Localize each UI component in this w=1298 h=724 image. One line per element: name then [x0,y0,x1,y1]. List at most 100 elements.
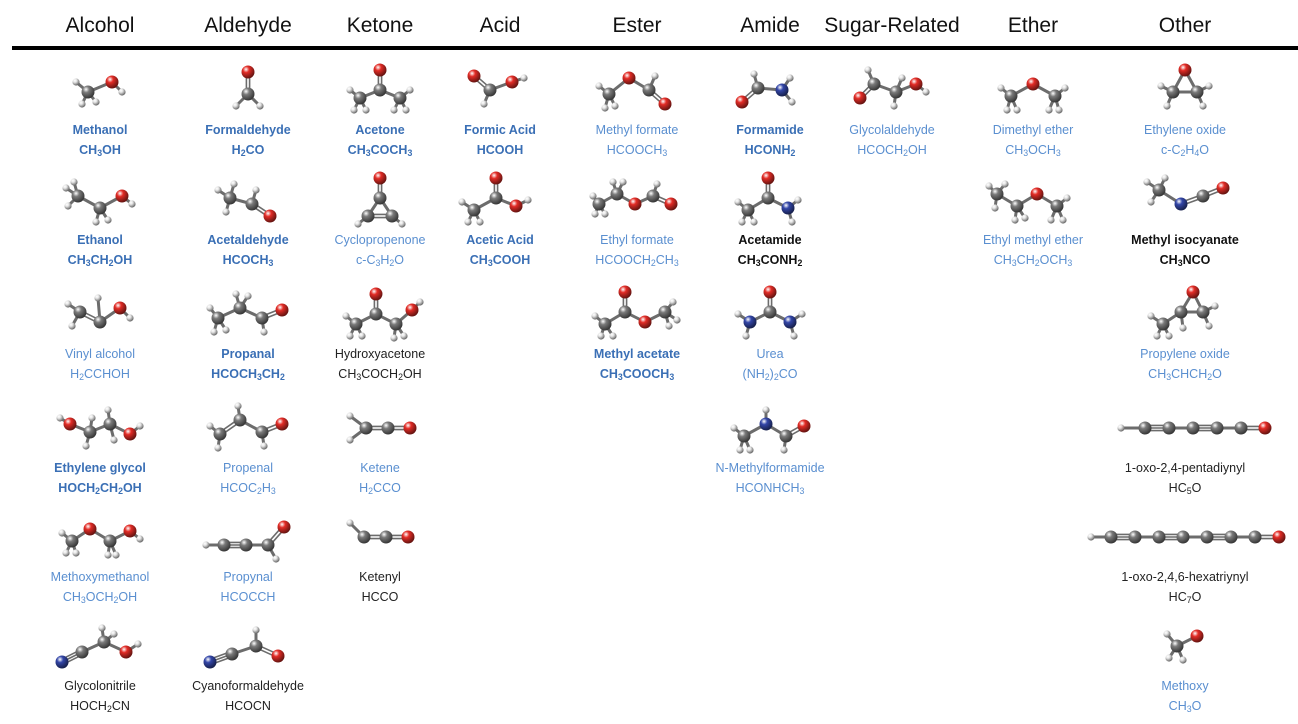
molecule-model [72,75,126,108]
column-header-other: Other [1158,14,1212,37]
carbon-atom [213,427,227,441]
molecule-model [354,171,406,228]
molecule-formula: H2CCO [359,481,401,496]
column-header-alcohol: Alcohol [65,14,135,37]
molecule-model [1143,174,1230,211]
hydrogen-atom [476,218,484,226]
hydrogen-atom [1179,324,1187,332]
hydrogen-atom [272,555,280,563]
molecule-model [232,65,264,110]
molecule-formula: HCONHCH3 [735,481,805,496]
molecule-name: Ethylene glycol [54,461,146,475]
carbon-atom [373,83,387,97]
hydrogen-atom [56,414,64,422]
oxygen-atom [275,417,289,431]
hydrogen-atom [597,332,605,340]
carbon-atom [1004,89,1018,103]
hydrogen-atom [997,84,1005,92]
hydrogen-atom [734,310,742,318]
carbon-atom [103,534,117,548]
nitrogen-atom [759,417,773,431]
hydrogen-atom [346,412,354,420]
hydrogen-atom [1161,174,1169,182]
carbon-atom [389,317,403,331]
oxygen-atom [735,95,749,109]
hydrogen-atom [524,196,532,204]
oxygen-atom [369,287,383,301]
hydrogen-atom [118,88,126,96]
hydrogen-atom [342,312,350,320]
hydrogen-atom [346,332,354,340]
molecule-formula: HCCO [361,590,399,604]
carbon-atom [1196,305,1210,319]
hydrogen-atom [346,436,354,444]
molecule-formula: CH3OCH3 [1005,143,1061,158]
carbon-atom [233,301,247,315]
carbon-atom [1162,421,1176,435]
hydrogen-atom [202,541,210,549]
molecule-name: 1-oxo-2,4,6-hexatriynyl [1121,570,1249,584]
hydrogen-atom [750,70,758,78]
molecule-formula: HC5O [1168,481,1202,496]
molecule-name: Dimethyl ether [992,123,1074,137]
molecule-formula: HC7O [1168,590,1202,605]
hydrogen-atom [798,310,806,318]
carbon-atom [361,209,375,223]
hydrogen-atom [222,326,230,334]
hydrogen-atom [1063,194,1071,202]
molecule-name: N-Methylformamide [715,461,825,475]
molecule-name: Propenal [222,461,274,475]
carbon-atom [1224,530,1238,544]
molecule-name: Cyclopropenone [334,233,426,247]
hydrogen-atom [206,422,214,430]
hydrogen-atom [406,86,414,94]
nitrogen-atom [55,655,69,669]
carbon-atom [642,83,656,97]
oxygen-atom [1272,530,1286,544]
molecule-model [56,406,144,450]
hydrogen-atom [738,218,746,226]
oxygen-atom [658,97,672,111]
molecule-model [346,412,417,444]
hydrogen-atom [736,446,744,454]
oxygen-atom [763,285,777,299]
carbon-atom [225,647,239,661]
oxygen-atom [1026,77,1040,91]
hydrogen-atom [609,178,617,186]
hydrogen-atom [788,218,796,226]
hydrogen-atom [1163,102,1171,110]
oxygen-atom [1190,629,1204,643]
hydrogen-atom [390,106,398,114]
hydrogen-atom [786,74,794,82]
hydrogen-atom [214,186,222,194]
hydrogen-atom [134,640,142,648]
molecule-name: 1-oxo-2,4-pentadiynyl [1124,461,1246,475]
molecule-model [58,522,144,559]
carbon-atom [223,191,237,205]
hydrogen-atom [601,210,609,218]
carbon-atom [1048,89,1062,103]
molecule-model [997,77,1069,114]
hydrogen-atom [794,196,802,204]
molecule-name: Methoxymethanol [50,570,150,584]
molecule-name: Acetone [355,123,405,137]
hydrogen-atom [354,220,362,228]
hydrogen-atom [669,298,677,306]
oxygen-atom [271,649,285,663]
hydrogen-atom [230,180,238,188]
oxygen-atom [115,189,129,203]
